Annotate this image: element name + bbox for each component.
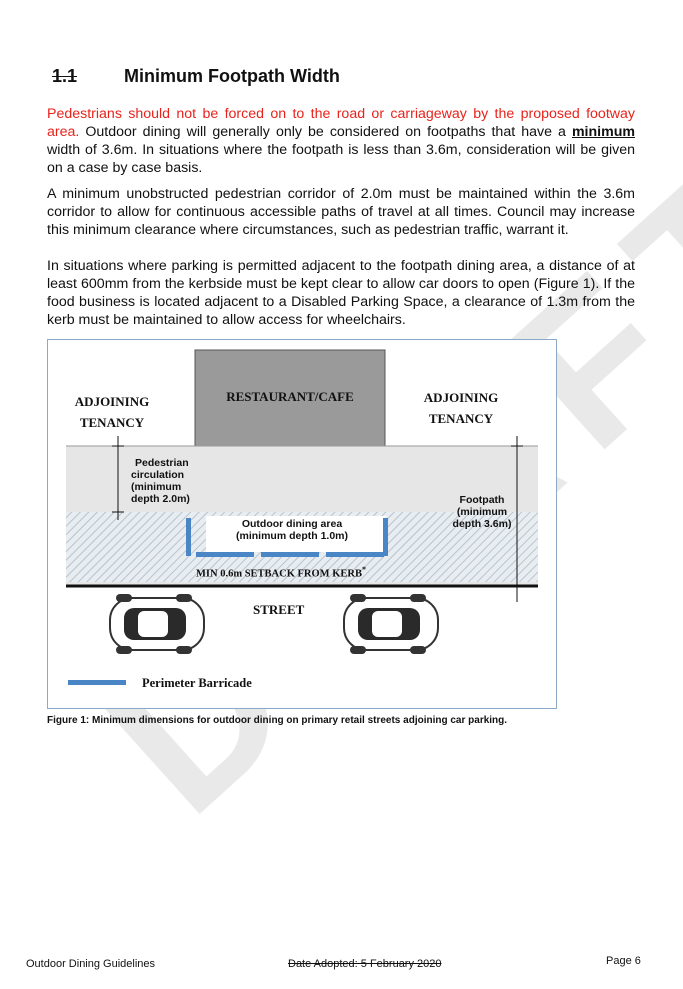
car-left xyxy=(109,594,205,654)
figure-1: ADJOINING TENANCY RESTAURANT/CAFE ADJOIN… xyxy=(47,339,557,709)
figure-caption: Figure 1: Minimum dimensions for outdoor… xyxy=(47,715,508,726)
setback-text: MIN 0.6m SETBACK FROM KERB xyxy=(196,568,362,580)
barricade-left xyxy=(186,518,191,556)
paragraph-3: In situations where parking is permitted… xyxy=(47,258,635,328)
adjoining-tenancy-left: ADJOINING TENANCY xyxy=(66,391,158,433)
street-label: STREET xyxy=(253,602,305,617)
footer-left: Outdoor Dining Guidelines xyxy=(26,958,156,970)
barricade-bottom-1 xyxy=(196,552,254,557)
p1-text-a: Outdoor dining will generally only be co… xyxy=(79,124,572,140)
restaurant-label: RESTAURANT/CAFE xyxy=(226,389,354,404)
legend-label: Perimeter Barricade xyxy=(142,676,252,690)
dining-area xyxy=(206,516,386,552)
pedestrian-line2: circulation xyxy=(131,469,185,481)
adjoining-left-line2: TENANCY xyxy=(79,415,145,430)
figure-diagram xyxy=(66,349,538,685)
section-number: 1.1 xyxy=(52,66,78,86)
p1-minimum: minimum xyxy=(571,124,635,140)
pedestrian-circulation-label: Pedestrian circulation (minimum depth 2.… xyxy=(131,457,190,505)
restaurant-building xyxy=(194,349,386,447)
pedestrian-line4: depth 2.0m) xyxy=(131,493,190,505)
footpath-label: Footpath (minimum depth 3.6m) xyxy=(450,494,514,530)
dining-line2: (minimum depth 1.0m) xyxy=(235,530,348,542)
p1-text-b: width of 3.6m. In situations where the f… xyxy=(47,142,635,176)
paragraph-1: Pedestrians should not be forced on to t… xyxy=(47,105,635,177)
adjoining-right-line2: TENANCY xyxy=(428,411,494,426)
barricade-bottom-2 xyxy=(261,552,319,557)
adjoining-right-line1: ADJOINING xyxy=(423,390,499,405)
footer-center: Date Adopted: 5 February 2020 xyxy=(288,958,442,970)
setback-label: MIN 0.6m SETBACK FROM KERB* xyxy=(196,565,366,580)
pedestrian-line3: (minimum xyxy=(131,481,182,493)
dining-line1: Outdoor dining area xyxy=(241,518,343,530)
adjoining-tenancy-right: ADJOINING TENANCY xyxy=(415,387,507,429)
car-right xyxy=(343,594,439,654)
footer-page-number: Page 6 xyxy=(606,955,641,967)
footpath-line2: (minimum xyxy=(456,506,508,518)
footpath-line1: Footpath xyxy=(459,494,505,506)
red-statement: Pedestrians should not be forced on to t… xyxy=(47,106,635,140)
barricade-right xyxy=(383,518,388,556)
section-title: Minimum Footpath Width xyxy=(124,66,340,86)
paragraph-2: A minimum unobstructed pedestrian corrid… xyxy=(47,186,635,238)
pedestrian-line1: Pedestrian xyxy=(135,457,189,469)
section-heading: 1.1 Minimum Footpath Width xyxy=(52,66,340,87)
barricade-bottom-3 xyxy=(326,552,384,557)
footpath-line3: depth 3.6m) xyxy=(452,518,512,530)
dining-area-label: Outdoor dining area (minimum depth 1.0m) xyxy=(232,518,352,542)
legend-barricade-swatch xyxy=(68,680,126,685)
setback-asterisk: * xyxy=(361,565,366,574)
adjoining-left-line1: ADJOINING xyxy=(74,394,150,409)
